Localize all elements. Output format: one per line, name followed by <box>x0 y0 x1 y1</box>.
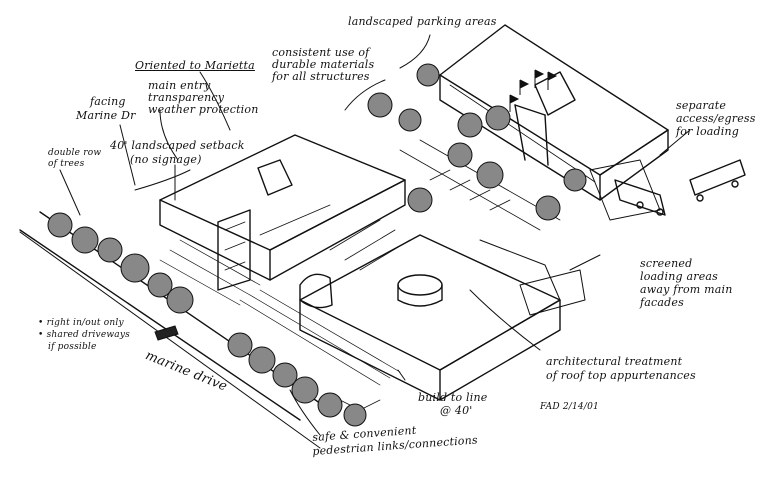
rooftop-appurtenance <box>397 274 443 296</box>
label-setback-2: (no signage) <box>130 153 202 166</box>
label-right-in-out-2: • shared driveways <box>38 330 130 340</box>
label-right-in-out-3: if possible <box>48 342 97 352</box>
label-consistent-materials-1: consistent use of <box>272 46 370 59</box>
label-architectural-2: of roof top appurtenances <box>546 369 696 382</box>
label-screened-2: loading areas <box>640 270 719 283</box>
label-double-row-2: of trees <box>48 159 85 169</box>
label-setback-1: 40' landscaped setback <box>110 139 245 152</box>
rear-building <box>439 24 669 221</box>
label-separate-access-3: for loading <box>676 125 740 138</box>
label-right-in-out-1: • right in/out only <box>38 318 124 328</box>
label-main-entry-3: weather protection <box>148 103 259 116</box>
truck-loading <box>614 179 666 216</box>
label-facing-1: facing <box>90 95 126 108</box>
label-screened-4: facades <box>640 296 684 309</box>
trees <box>47 63 587 427</box>
label-separate-access-2: access/egress <box>676 112 756 125</box>
pedestrian-plaza <box>159 239 401 411</box>
label-screened-1: screened <box>640 257 693 270</box>
label-oriented-marietta: Oriented to Marietta <box>135 59 255 72</box>
label-screened-3: away from main <box>640 283 733 296</box>
label-main-entry-1: main entry <box>148 79 211 92</box>
label-separate-access-1: separate <box>676 99 727 112</box>
label-build-to-line-1: build to line <box>418 391 488 404</box>
label-consistent-materials-3: for all structures <box>272 70 370 83</box>
leader-lines <box>59 34 691 436</box>
flags <box>509 69 558 112</box>
rotunda <box>299 273 333 309</box>
vehicle <box>154 325 179 341</box>
label-build-to-line-2: @ 40' <box>440 404 473 417</box>
label-main-entry-2: transparency <box>148 91 225 104</box>
left-building <box>159 134 406 291</box>
label-architectural-1: architectural treatment <box>546 355 683 368</box>
label-consistent-materials-2: durable materials <box>272 58 375 71</box>
right-building <box>299 234 586 401</box>
label-double-row-1: double row <box>48 148 102 158</box>
label-landscaped-parking: landscaped parking areas <box>348 15 497 28</box>
label-signature: FAD 2/14/01 <box>540 402 599 412</box>
truck-right <box>689 159 746 202</box>
label-facing-2: Marine Dr <box>76 109 136 122</box>
